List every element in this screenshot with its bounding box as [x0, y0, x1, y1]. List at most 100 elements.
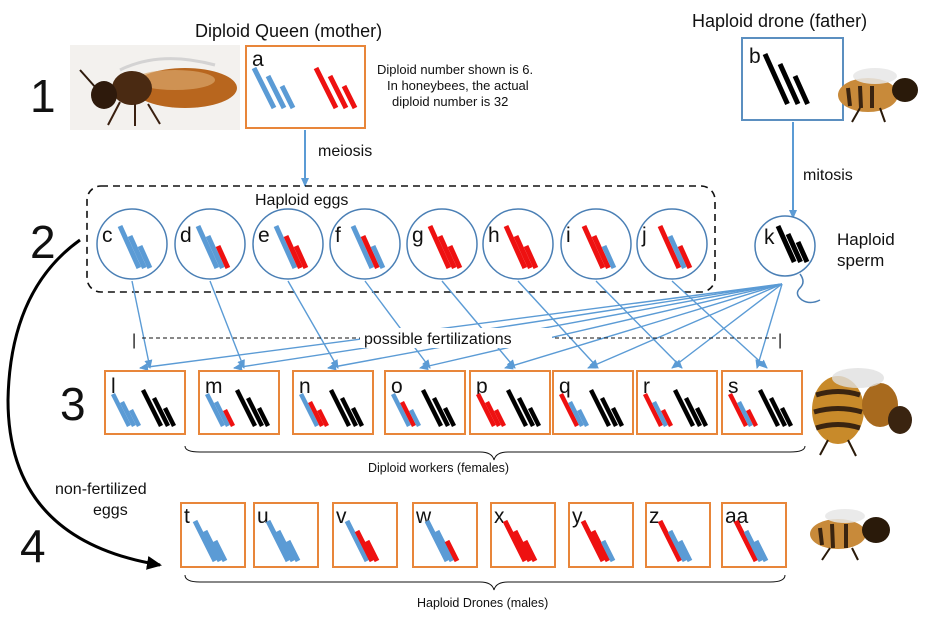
sperm-to-worker-arrow: [327, 283, 783, 371]
sperm-to-worker-arrow: [233, 283, 783, 371]
queen-bee-photo: [70, 45, 240, 130]
chromosome-blue: [265, 519, 291, 563]
chromosome-blue: [119, 400, 137, 428]
chromosome-red: [660, 408, 674, 428]
queen-note-line-2: In honeybees, the actual: [387, 78, 529, 93]
fertilization-label-bg: [360, 328, 552, 348]
egg-to-worker-arrow: [131, 280, 153, 369]
worker-letter: o: [391, 375, 403, 398]
egg-to-worker-arrow: [287, 280, 339, 369]
meiosis-label: meiosis: [318, 143, 372, 160]
drone-aa: aa: [721, 502, 787, 568]
chromosome-black: [420, 388, 444, 428]
chromosome-black: [442, 406, 457, 428]
chromosome-red: [427, 224, 452, 270]
chromosome-red: [475, 392, 497, 428]
chromosome-red: [399, 400, 417, 428]
chromosome-black: [757, 388, 781, 428]
chromosome-blue: [567, 400, 585, 428]
egg-letter: e: [258, 224, 270, 247]
workers-brace: [184, 445, 806, 461]
chromosome-blue: [576, 408, 590, 428]
egg-c: c: [96, 208, 168, 280]
chromosome-black: [505, 388, 529, 428]
worker-o: o: [384, 370, 466, 435]
sperm-label-line-1: Haploid: [837, 230, 895, 249]
chromosome-blue: [667, 234, 687, 270]
chromosome-blue: [265, 74, 287, 110]
chromosome-red: [558, 392, 580, 428]
fertilization-bracket-right: |: [778, 332, 782, 349]
queen-letter: a: [252, 48, 264, 71]
chromosome-red: [513, 234, 533, 270]
chromosome-blue: [213, 400, 231, 428]
chromosome-black: [516, 396, 536, 428]
chromosome-red: [581, 224, 606, 270]
chromosome-blue: [736, 400, 754, 428]
chromosome-black: [527, 406, 542, 428]
chromosome-black: [762, 52, 790, 106]
chromosome-red: [657, 224, 682, 270]
egg-letter: d: [180, 224, 192, 247]
chromosome-blue: [667, 529, 688, 563]
chromosome-blue: [651, 400, 669, 428]
worker-letter: s: [728, 375, 739, 398]
chromosome-red: [313, 66, 339, 110]
sperm-to-worker-arrow: [587, 283, 783, 369]
chromosome-blue: [743, 529, 764, 563]
chromosome-blue: [251, 66, 277, 110]
possible-fertilizations-label: possible fertilizations: [364, 331, 512, 348]
chromosome-red: [437, 234, 457, 270]
chromosome-red: [493, 408, 507, 428]
drone-z: z: [645, 502, 711, 568]
worker-letter: l: [111, 375, 116, 398]
chromosome-blue: [202, 529, 223, 563]
drone-letter: x: [494, 505, 505, 528]
drone-bee-photo-top: [838, 68, 918, 123]
sperm-to-worker-arrow: [139, 283, 783, 371]
egg-d: d: [174, 208, 246, 280]
chromosome-red: [364, 539, 380, 563]
drone-father-chromosomes: [762, 52, 810, 106]
chromosome-blue: [137, 244, 153, 270]
chromosome-red: [745, 408, 759, 428]
chromosome-black: [785, 232, 803, 264]
egg-to-worker-arrow: [441, 280, 516, 369]
drone-letter: aa: [725, 505, 749, 528]
chromosome-black: [140, 388, 164, 428]
queen-title: Diploid Queen (mother): [195, 21, 382, 41]
chromosome-red: [215, 244, 231, 270]
chromosome-black: [256, 406, 271, 428]
non-fertilized-label-line-2: eggs: [93, 502, 128, 519]
chromosome-red: [327, 74, 349, 110]
chromosome-red: [283, 234, 303, 270]
queen-note-line-3: diploid number is 32: [392, 94, 508, 109]
chromosome-blue: [273, 224, 298, 270]
sperm-tail: [796, 273, 821, 304]
chromosome-blue: [127, 234, 147, 270]
chromosome-red: [727, 392, 749, 428]
drone-letter: z: [649, 505, 660, 528]
chromosome-red: [733, 519, 759, 563]
worker-l: l: [104, 370, 186, 435]
queen-note-line-1: Diploid number shown is 6.: [377, 62, 533, 77]
chromosome-red: [447, 244, 463, 270]
chromosome-red: [316, 408, 330, 428]
egg-letter: j: [641, 224, 647, 247]
step-number-2: 2: [30, 216, 56, 268]
chromosome-black: [162, 406, 177, 428]
drones-brace: [184, 574, 786, 591]
chromosome-blue: [753, 539, 769, 563]
chromosome-red: [502, 519, 528, 563]
chromosome-blue: [128, 408, 142, 428]
chromosome-blue: [205, 234, 225, 270]
worker-s: s: [721, 370, 803, 435]
chromosome-blue: [601, 244, 617, 270]
chromosome-blue: [110, 392, 132, 428]
chromosome-black: [683, 396, 703, 428]
sperm-to-worker-arrow: [755, 283, 783, 369]
chromosome-blue: [344, 519, 370, 563]
drone-letter: v: [336, 505, 347, 528]
